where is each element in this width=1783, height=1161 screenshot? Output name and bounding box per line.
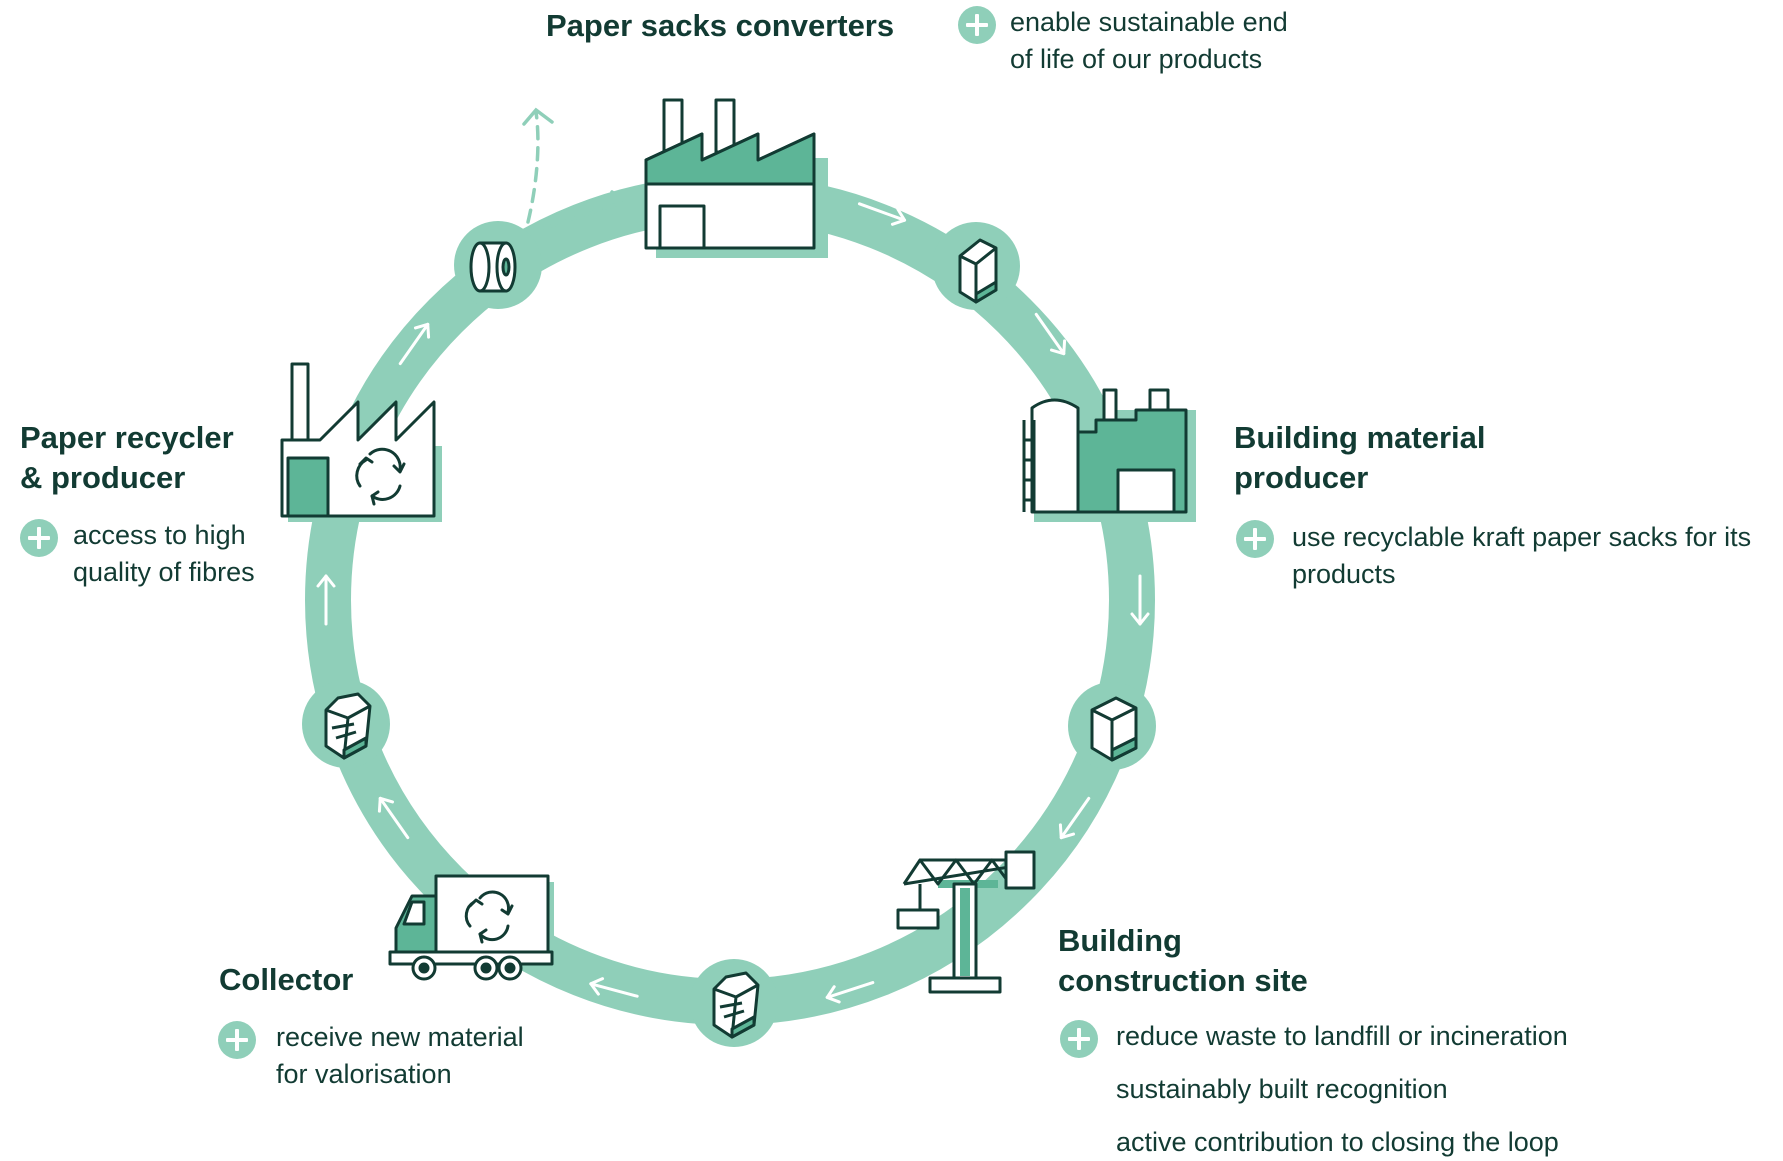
flow-arrow-4 — [1058, 796, 1091, 840]
dashed-arrow-out-head — [522, 107, 554, 126]
factory-icon — [644, 98, 828, 258]
node-title: Building construction site — [1058, 923, 1308, 998]
node-title: Paper recycler & producer — [20, 420, 234, 495]
node-title: Collector — [219, 962, 354, 997]
plus-icon — [20, 519, 58, 557]
flow-arrow-8 — [316, 574, 336, 626]
benefit-text: receive new material for valorisation — [276, 1022, 524, 1089]
plus-icon — [958, 6, 996, 44]
node-paper-recycler-producer: Paper recycler & producer — [20, 418, 234, 498]
plus-icon — [1060, 1020, 1098, 1058]
crumpled-sack-icon — [712, 971, 760, 1039]
benefit-text: enable sustainable end of life of our pr… — [1010, 7, 1288, 74]
node-title: Paper sacks converters — [546, 8, 895, 43]
recycle-symbol-icon — [355, 447, 406, 506]
node-paper-sacks-converters: Paper sacks converters — [546, 6, 894, 46]
crumpled-sack-icon — [324, 692, 372, 760]
node-collector: Collector — [219, 960, 353, 1000]
benefit-text: use recyclable kraft paper sacks for its… — [1292, 522, 1752, 589]
plant-silo-icon — [1022, 388, 1196, 522]
small-node-circles — [302, 221, 1156, 1047]
node-building-material-producer: Building material producer — [1234, 418, 1485, 498]
benefit-text: reduce waste to landfill or incineration… — [1116, 1021, 1568, 1157]
benefit-text: access to high quality of fibres — [73, 520, 255, 587]
recycling-truck-icon — [388, 874, 554, 981]
dashed-arrow-out — [526, 110, 540, 224]
flow-arrow-3 — [1130, 574, 1150, 626]
flow-arrow-5 — [825, 981, 875, 1004]
flow-arrows — [316, 202, 1150, 1004]
paper-roll-icon — [469, 241, 517, 293]
crane-icon — [896, 850, 1036, 994]
plus-icon — [1236, 520, 1274, 558]
flow-arrow-1 — [857, 202, 907, 226]
node-title: Building material producer — [1234, 420, 1486, 495]
flow-arrow-9 — [398, 322, 431, 366]
recycling-factory-icon — [280, 362, 442, 522]
flow-arrow-2 — [1034, 312, 1067, 356]
dashed-arrows — [522, 107, 629, 230]
filled-sack-icon — [1090, 696, 1138, 762]
flow-arrow-7 — [377, 796, 410, 840]
dashed-arrow-to-factory-head — [610, 190, 629, 216]
flow-arrow-6 — [589, 977, 639, 998]
node-building-construction-site: Building construction site — [1058, 921, 1308, 1001]
plus-icon — [218, 1021, 256, 1059]
recycle-symbol-icon — [464, 890, 514, 944]
dashed-arrow-to-factory — [542, 200, 626, 230]
empty-sack-icon — [958, 238, 998, 304]
